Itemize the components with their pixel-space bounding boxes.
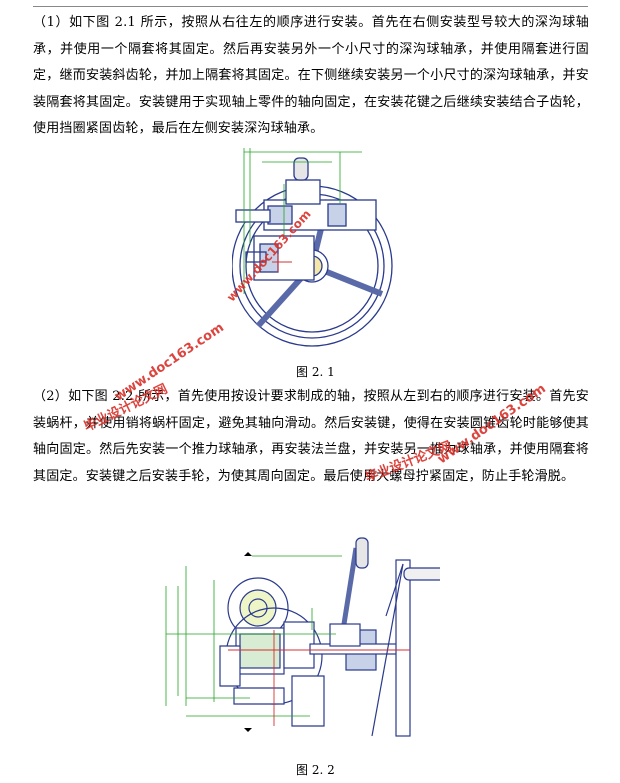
figure-2-1-drawing [232, 148, 393, 347]
figure-2-1-caption: 图 2. 1 [296, 365, 335, 379]
figure-2-2-caption: 图 2. 2 [296, 763, 335, 777]
top-rule [33, 6, 588, 7]
figure-2-2-drawing [165, 537, 440, 737]
paragraph-2: （2）如下图 2.2 所示，首先使用按设计要求制成的轴，按照从左到右的顺序进行安… [33, 389, 589, 484]
paragraph-1: （1）如下图 2.1 所示，按照从右往左的顺序进行安装。首先在右侧安装型号较大的… [33, 15, 589, 136]
